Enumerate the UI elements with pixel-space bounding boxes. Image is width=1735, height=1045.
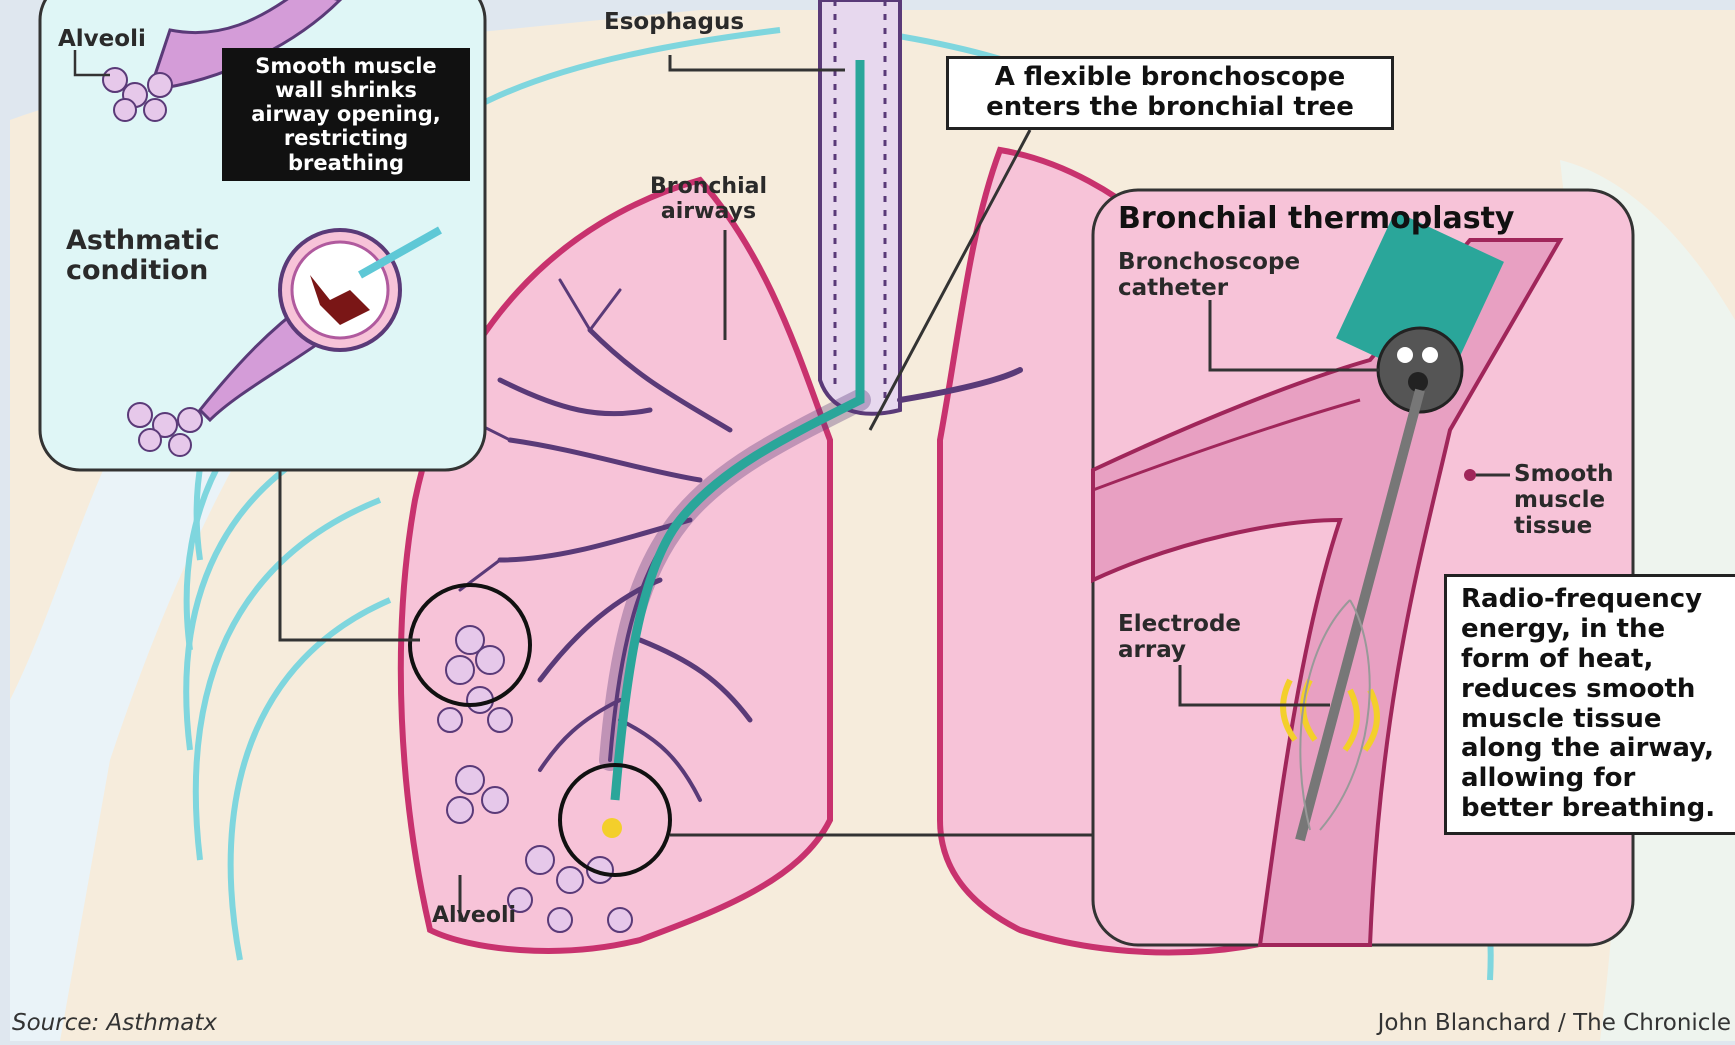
label-electrode-array: Electrode array (1118, 612, 1241, 664)
smooth-muscle-note: Smooth muscle wall shrinks airway openin… (222, 48, 470, 181)
radio-frequency-note: Radio-frequency energy, in the form of h… (1444, 574, 1735, 835)
label-bronchial-airways: Bronchial airways (650, 175, 767, 224)
label-alveoli-top: Alveoli (58, 27, 146, 53)
bronchoscope-note: A flexible bronchoscope enters the bronc… (946, 56, 1394, 130)
artist-credit: John Blanchard / The Chronicle (1378, 1010, 1731, 1036)
scope-tip-heat (602, 818, 622, 838)
thermoplasty-title: Bronchial thermoplasty (1118, 202, 1515, 236)
source-credit: Source: Asthmatx (12, 1010, 217, 1036)
label-esophagus: Esophagus (604, 10, 744, 36)
label-asthmatic-condition: Asthmatic condition (66, 226, 220, 286)
label-bronchoscope-catheter: Bronchoscope catheter (1118, 250, 1300, 302)
label-smooth-muscle-tissue: Smooth muscle tissue (1514, 462, 1614, 539)
label-alveoli-bottom: Alveoli (432, 904, 516, 929)
